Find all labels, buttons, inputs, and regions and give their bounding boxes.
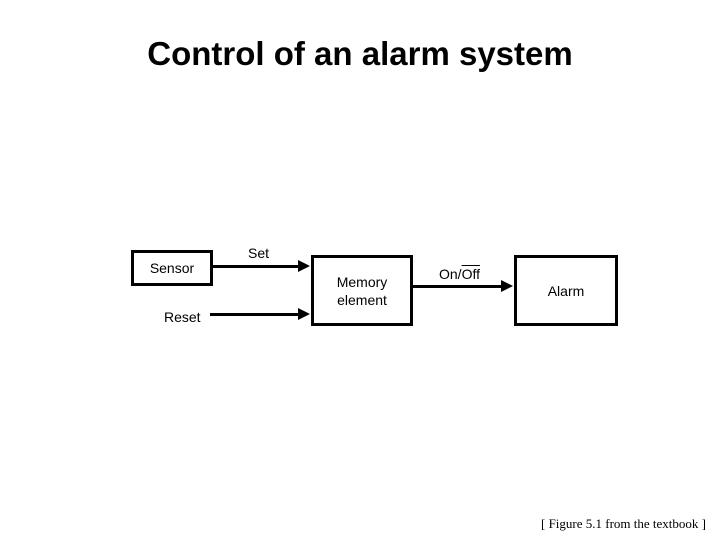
arrowhead-on-off-icon xyxy=(501,280,513,292)
wire-reset xyxy=(210,313,299,316)
block-sensor[interactable]: Sensor xyxy=(131,250,213,286)
block-alarm-label: Alarm xyxy=(547,282,585,299)
page-title: Control of an alarm system xyxy=(147,35,573,72)
arrowhead-reset-icon xyxy=(298,308,310,320)
block-memory-element-label: Memory element xyxy=(337,273,388,309)
signal-label-on-off-plain: On/ xyxy=(439,266,462,282)
figure-source-footnote: [ Figure 5.1 from the textbook ] xyxy=(541,516,706,531)
signal-label-on-off: On/Off xyxy=(439,266,480,283)
block-sensor-label: Sensor xyxy=(149,260,195,276)
block-alarm[interactable]: Alarm xyxy=(514,255,618,326)
arrowhead-set-icon xyxy=(298,260,310,272)
block-memory-element-label-line2: element xyxy=(337,291,387,308)
signal-label-on-off-complement: Off xyxy=(461,266,480,282)
wire-on-off xyxy=(413,285,502,288)
block-memory-element[interactable]: Memory element xyxy=(311,255,413,326)
signal-label-reset: Reset xyxy=(164,309,201,325)
block-memory-element-label-line1: Memory xyxy=(336,273,388,290)
wire-set xyxy=(213,265,299,268)
signal-label-set: Set xyxy=(248,245,270,261)
